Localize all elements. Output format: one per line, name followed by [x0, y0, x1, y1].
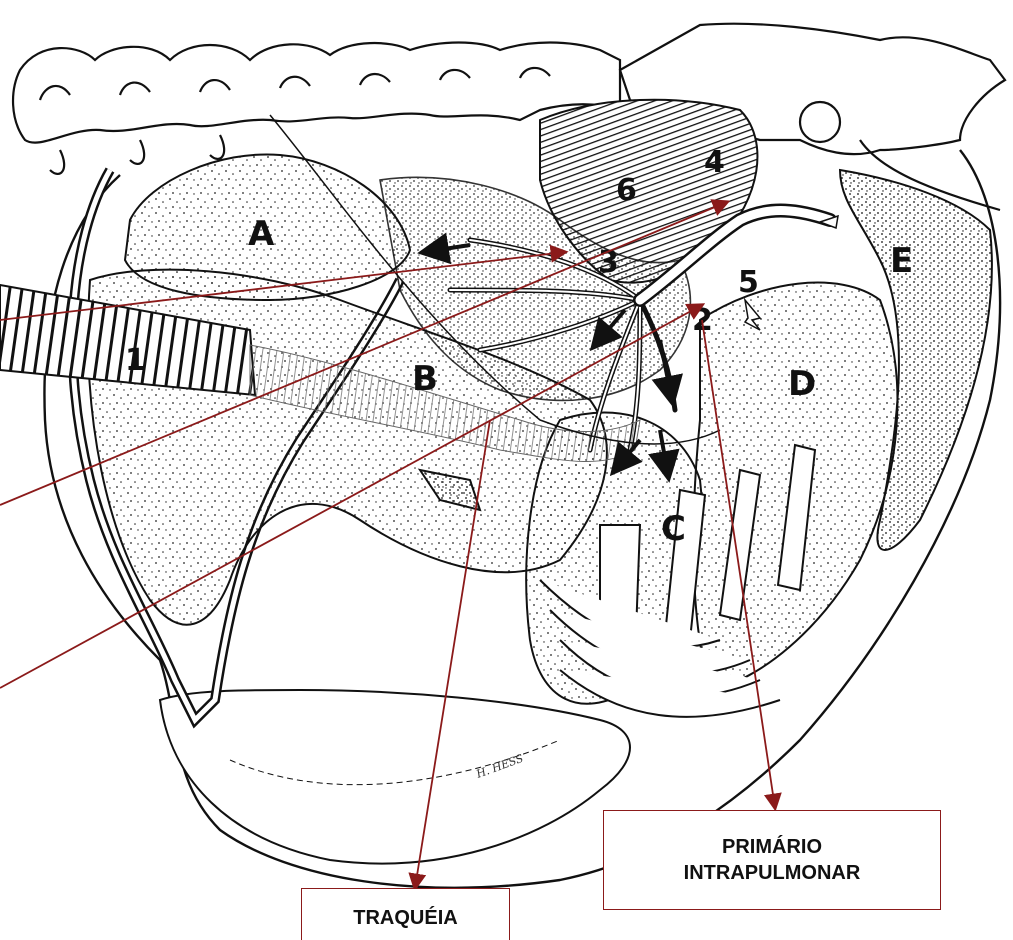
callout-primario-intrapulmonar: PRIMÁRIO INTRAPULMONAR: [603, 810, 941, 910]
label-d: D: [788, 364, 816, 404]
callout-traqueia-label: TRAQUÉIA: [353, 905, 457, 931]
label-c: C: [661, 509, 686, 549]
callout-primario-line2: INTRAPULMONAR: [684, 860, 861, 886]
label-e: E: [890, 241, 913, 281]
label-b: B: [412, 359, 438, 399]
vertebral-column: [13, 43, 620, 174]
callout-traqueia: TRAQUÉIA: [301, 888, 510, 940]
label-5: 5: [738, 265, 759, 300]
callout-primario-line1: PRIMÁRIO: [722, 834, 822, 860]
label-6: 6: [616, 173, 637, 208]
label-4: 4: [704, 145, 725, 180]
label-3: 3: [598, 245, 619, 280]
label-a: A: [248, 214, 275, 254]
label-1: 1: [125, 343, 146, 378]
